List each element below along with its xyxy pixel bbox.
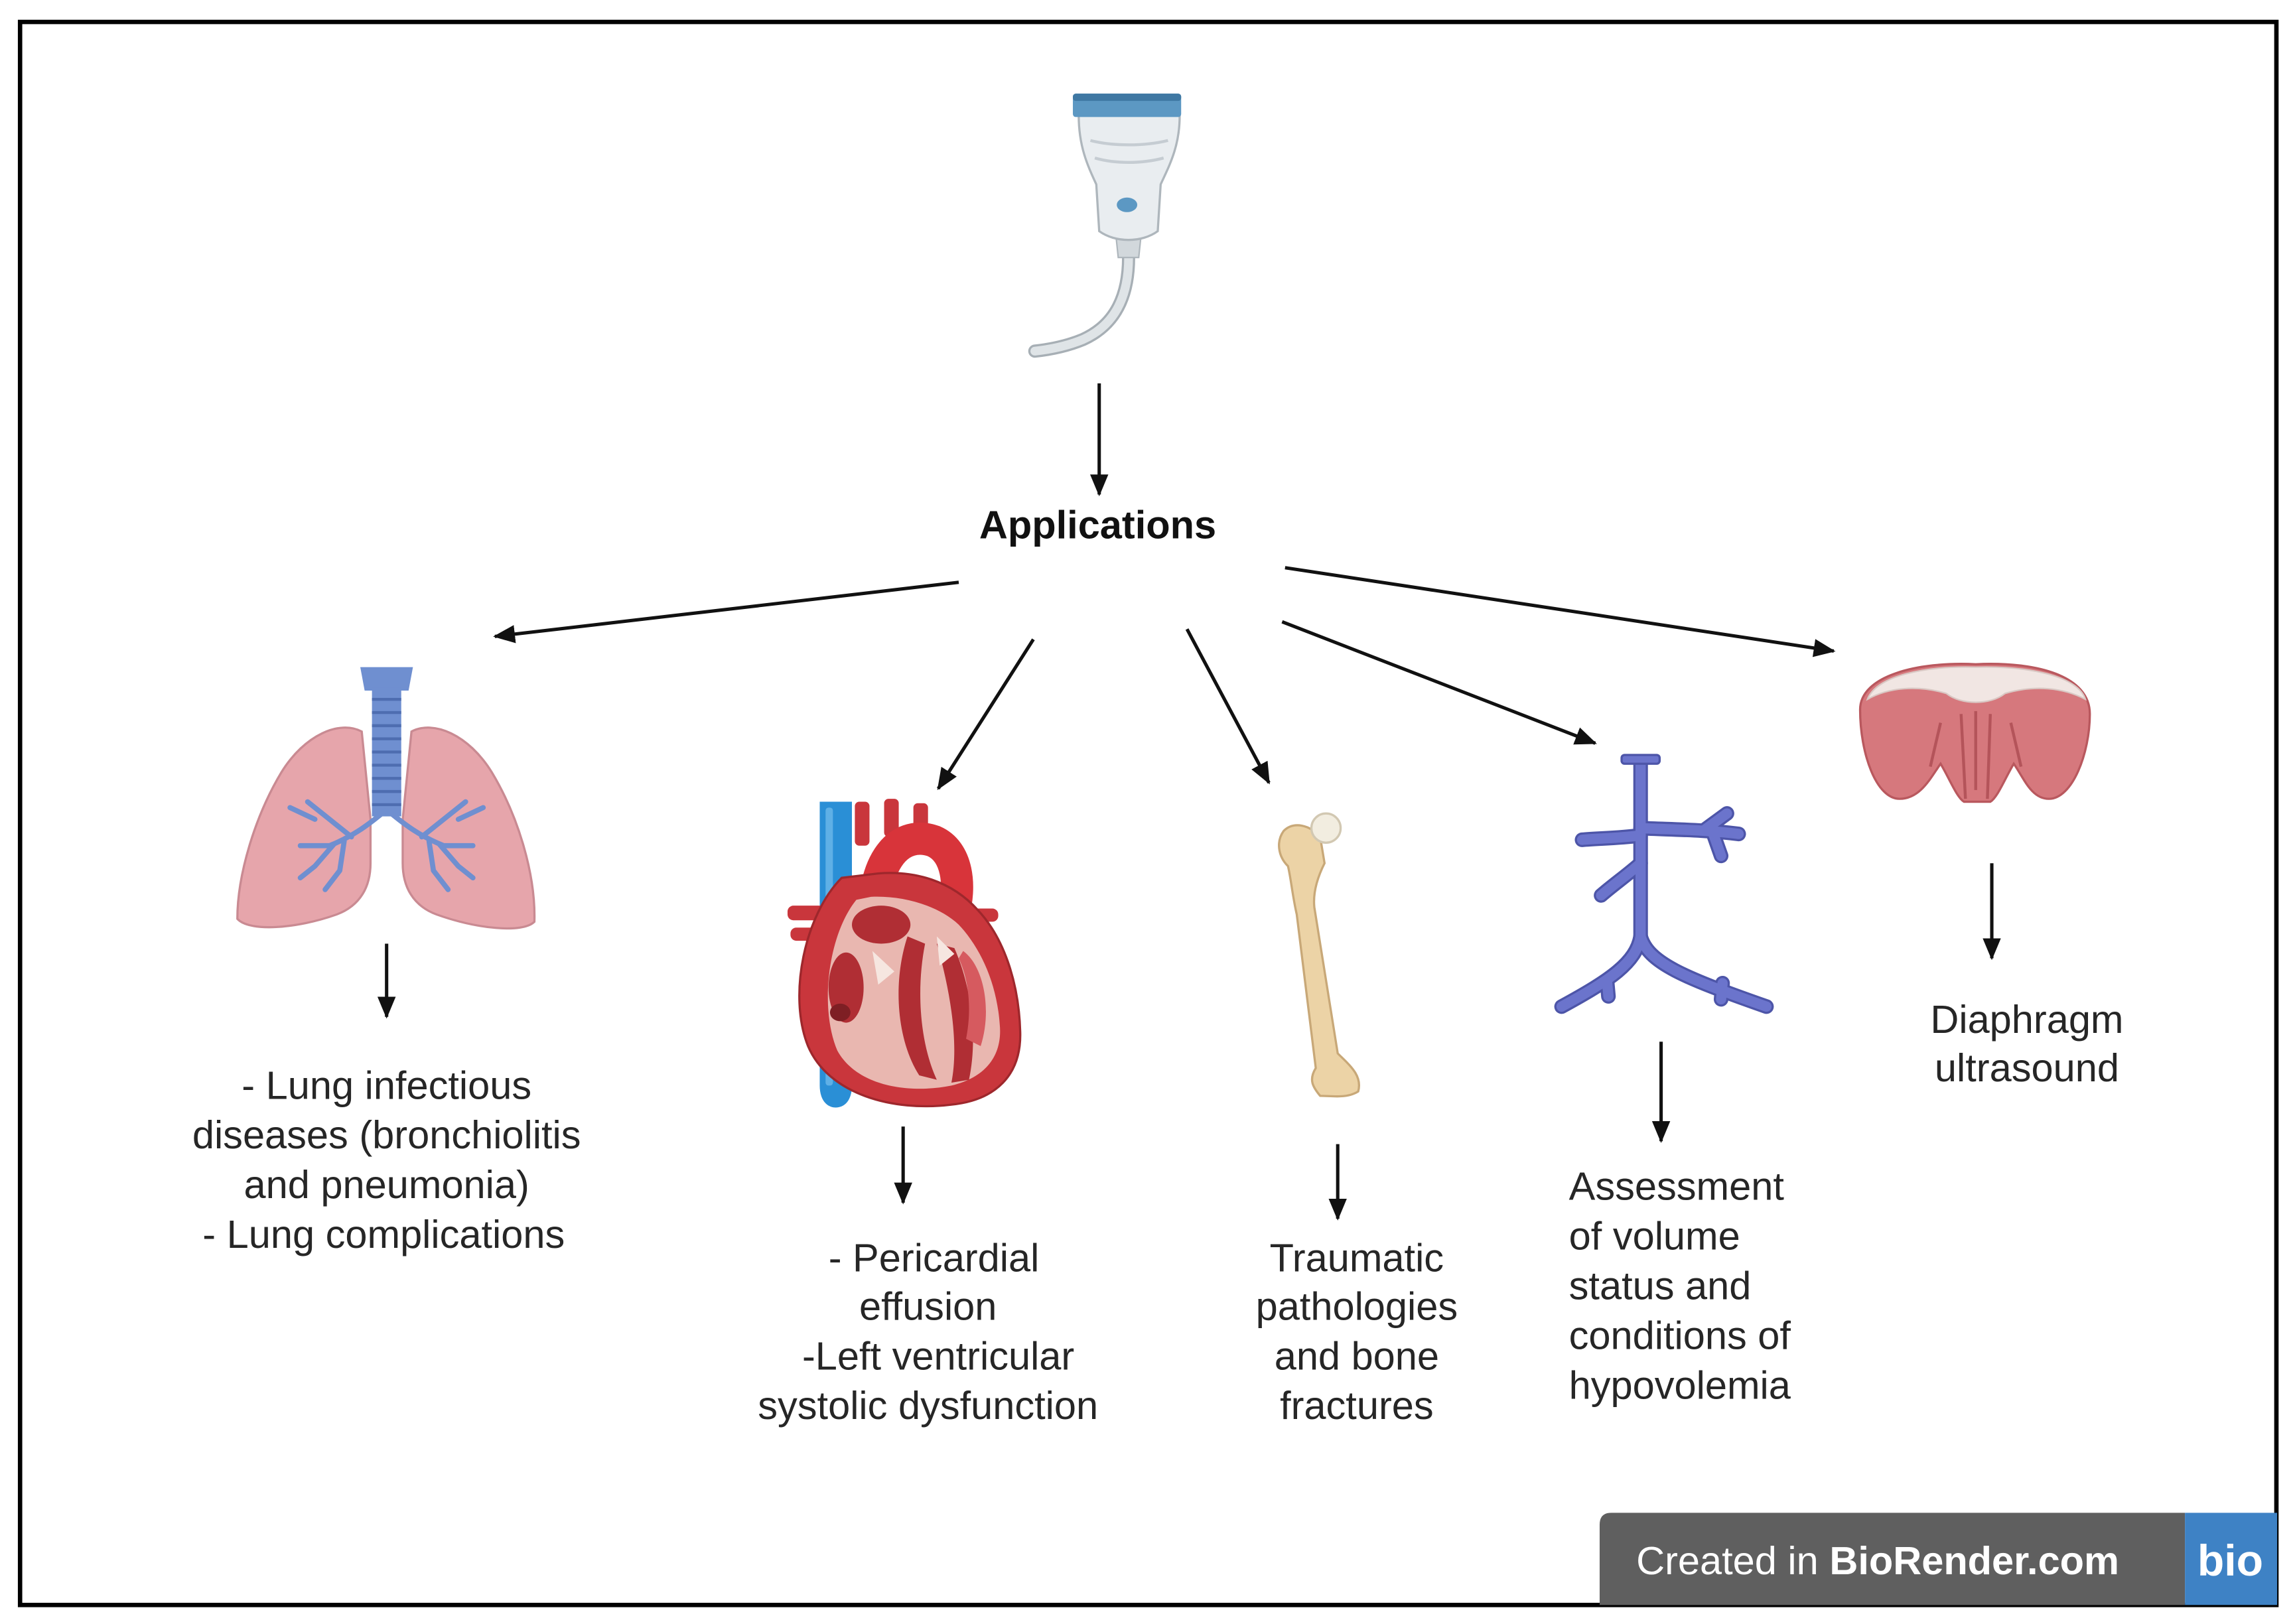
vein-left-iliac bbox=[1556, 931, 1646, 1012]
branch-heart: - Pericardial effusion -Left ventricular… bbox=[758, 799, 1098, 1428]
watermark-background bbox=[1599, 1513, 2186, 1605]
branch-text-line: effusion bbox=[859, 1284, 997, 1328]
trachea-top bbox=[360, 667, 413, 691]
arrow-applications-to-diaphragm bbox=[1285, 566, 1836, 657]
ventricle-wall bbox=[898, 936, 937, 1080]
vein-icon bbox=[1554, 754, 1774, 1014]
branch-text-line: Diaphragm bbox=[1930, 997, 2123, 1042]
left-atrium bbox=[852, 906, 911, 944]
watermark-logo-box bbox=[2185, 1513, 2278, 1605]
probe-marker-dot bbox=[1117, 197, 1138, 212]
watermark-text: Created in BioRender.com bbox=[1636, 1538, 2119, 1583]
aortic-branch bbox=[855, 801, 870, 846]
vein-small-branch bbox=[1602, 975, 1728, 1005]
branch-text-line: fractures bbox=[1280, 1383, 1434, 1428]
biorender-watermark: Created in BioRender.com bio bbox=[1599, 1513, 2278, 1605]
branch-text-line: diseases (bronchiolitis bbox=[192, 1113, 581, 1157]
vein-right-branch bbox=[1635, 808, 1744, 861]
diaphragm-crus bbox=[1929, 710, 2023, 799]
branch-text-line: status and bbox=[1569, 1263, 1752, 1308]
biorender-logo: bio bbox=[2197, 1536, 2263, 1586]
heart-icon bbox=[787, 799, 1022, 1108]
probe-cable bbox=[1030, 247, 1133, 356]
branch-text-line: pathologies bbox=[1256, 1284, 1458, 1328]
branch-text-line: Assessment bbox=[1569, 1164, 1785, 1208]
branch-vein: Assessment of volume status and conditio… bbox=[1554, 754, 1791, 1407]
branch-text-line: and bone bbox=[1275, 1333, 1439, 1378]
vein-top-cap bbox=[1620, 754, 1661, 765]
vein-left-branch bbox=[1576, 830, 1646, 901]
branch-text-line: Traumatic bbox=[1270, 1235, 1444, 1280]
femur-bone-icon bbox=[1278, 812, 1360, 1098]
right-ventricle bbox=[959, 951, 986, 1046]
central-tendon bbox=[1866, 666, 2087, 703]
branch-text-line: - Lung complications bbox=[202, 1212, 565, 1256]
diaphragm-icon bbox=[1858, 663, 2091, 803]
vein-fill bbox=[1556, 758, 1772, 1012]
aortic-branch bbox=[884, 799, 899, 837]
branch-text-line: conditions of bbox=[1569, 1313, 1791, 1357]
watermark-brand: BioRender.com bbox=[1829, 1538, 2119, 1583]
probe-body bbox=[1078, 114, 1181, 241]
branch-text-line: - Pericardial bbox=[829, 1235, 1040, 1280]
watermark-prefix: Created in bbox=[1636, 1538, 1829, 1583]
ultrasound-probe-icon bbox=[1028, 94, 1182, 358]
probe-grip-line bbox=[1094, 157, 1164, 164]
branch-text-line: of volume bbox=[1569, 1213, 1740, 1258]
left-bronchi bbox=[287, 799, 387, 892]
trachea-rings bbox=[372, 697, 401, 807]
branch-text-line: -Left ventricular bbox=[802, 1333, 1074, 1378]
probe-grip-line bbox=[1089, 139, 1168, 147]
arrow-applications-to-vein bbox=[1281, 620, 1597, 745]
branch-text-line: ultrasound bbox=[1935, 1046, 2119, 1090]
arrow-applications-to-heart bbox=[936, 638, 1035, 791]
vein-right-iliac bbox=[1635, 931, 1772, 1012]
branch-bone: Traumatic pathologies and bone fractures bbox=[1256, 812, 1458, 1428]
arrow-applications-to-lungs bbox=[493, 580, 959, 643]
branch-text-line: - Lung infectious bbox=[242, 1063, 531, 1107]
branch-diaphragm: Diaphragm ultrasound bbox=[1858, 663, 2124, 1090]
femur-shaft bbox=[1278, 824, 1360, 1098]
heart-valve bbox=[936, 936, 955, 966]
branch-lungs: - Lung infectious diseases (bronchioliti… bbox=[192, 667, 581, 1256]
heart-valve bbox=[872, 951, 894, 985]
branch-text-line: hypovolemia bbox=[1569, 1363, 1791, 1407]
septum bbox=[936, 943, 973, 1083]
arrow-applications-to-bone bbox=[1185, 628, 1271, 785]
right-lung bbox=[401, 726, 536, 930]
atrium-opening bbox=[829, 1003, 851, 1022]
branch-text-line: and pneumonia) bbox=[244, 1162, 529, 1207]
probe-cap-top bbox=[1073, 94, 1182, 102]
right-bronchi bbox=[387, 799, 486, 892]
branch-text-line: systolic dysfunction bbox=[758, 1383, 1098, 1428]
applications-label: Applications bbox=[979, 503, 1216, 547]
lungs-icon bbox=[236, 667, 536, 930]
femoral-head bbox=[1310, 812, 1342, 844]
